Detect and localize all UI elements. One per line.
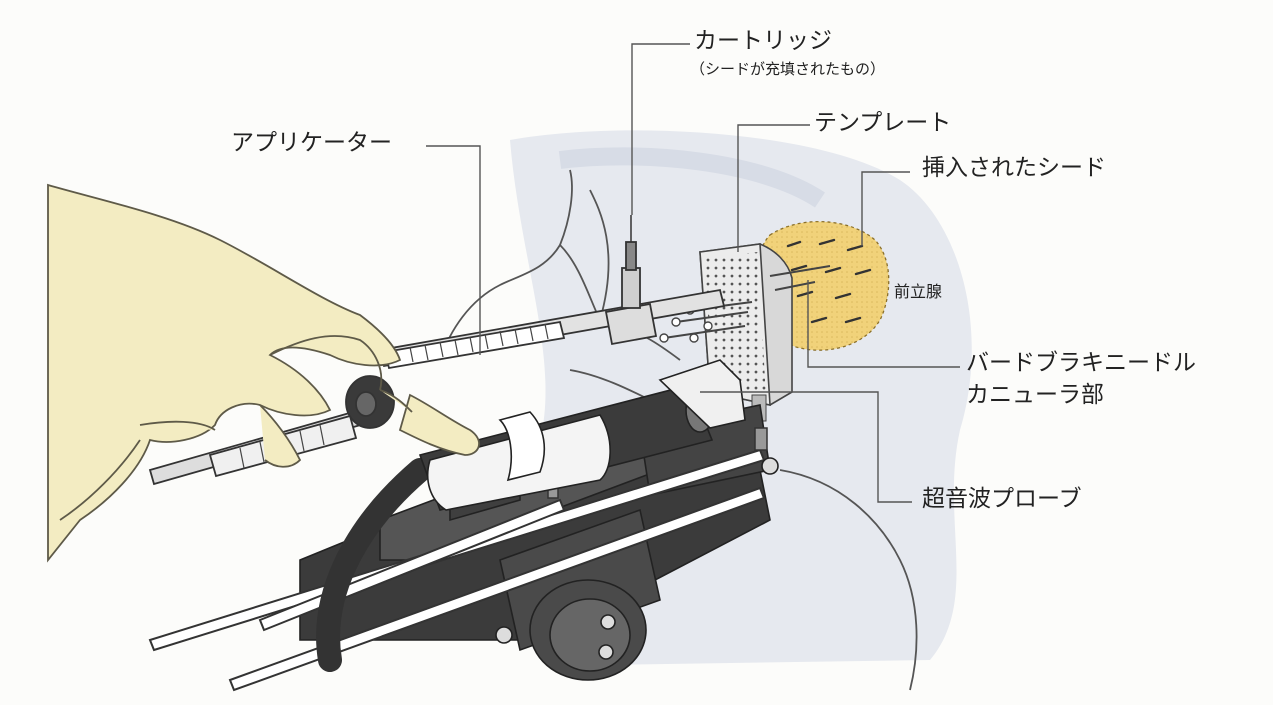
leader-template (737, 124, 810, 252)
label-template: テンプレート (814, 110, 952, 136)
label-prostate: 前立腺 (894, 282, 943, 301)
leader-needle (807, 280, 960, 368)
label-ultrasound-probe: 超音波プローブ (922, 486, 1082, 512)
label-applicator: アプリケーター (231, 130, 392, 156)
label-needle-line1: バードブラキニードル (966, 350, 1196, 376)
label-cartridge: カートリッジ (694, 28, 832, 54)
leader-applicator (426, 145, 481, 355)
leader-probe (700, 391, 912, 503)
applicator-rail (378, 215, 726, 370)
gloved-hand (47, 183, 480, 563)
ultrasound-probe (316, 359, 746, 672)
knob-wheel (495, 457, 779, 681)
leader-lines (426, 43, 960, 503)
leader-inserted-seed (861, 171, 910, 246)
label-cartridge-note: （シードが充填されたもの） (690, 60, 886, 78)
label-needle-line2: カニューラ部 (966, 382, 1104, 408)
leader-cartridge (631, 43, 690, 215)
label-inserted-seed: 挿入されたシード (922, 155, 1106, 181)
inserted-seeds (786, 238, 872, 324)
